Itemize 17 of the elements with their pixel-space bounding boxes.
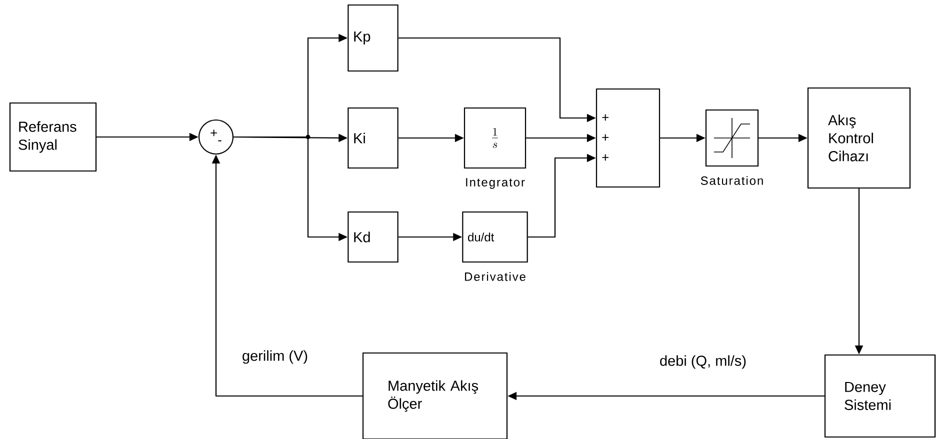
block-caption: Derivative	[465, 272, 526, 281]
block-caption: Integrator	[466, 178, 525, 189]
gain-block: Kd	[348, 211, 398, 263]
derivative-block: du/dt	[462, 211, 528, 263]
gain-block: Kp	[348, 4, 398, 72]
node-label: +	[602, 134, 609, 141]
node-label: +	[602, 114, 609, 121]
node-label: +	[602, 154, 609, 161]
edge-label: debi (Q, ml/s)	[660, 355, 746, 369]
source-block: Referans Sinyal	[9, 102, 97, 172]
controller-block: Akış Kontrol Cihazı	[807, 87, 911, 189]
sensor-block: Manyetik Akış Ölçer	[362, 352, 508, 439]
plant-block: Deney Sistemi	[824, 354, 936, 438]
block-caption: Saturation	[700, 176, 763, 185]
edge-label: gerilim (V)	[242, 350, 308, 364]
gain-block: Ki	[348, 107, 398, 169]
integrator-block: $\frac{1}{s}$	[464, 107, 526, 169]
